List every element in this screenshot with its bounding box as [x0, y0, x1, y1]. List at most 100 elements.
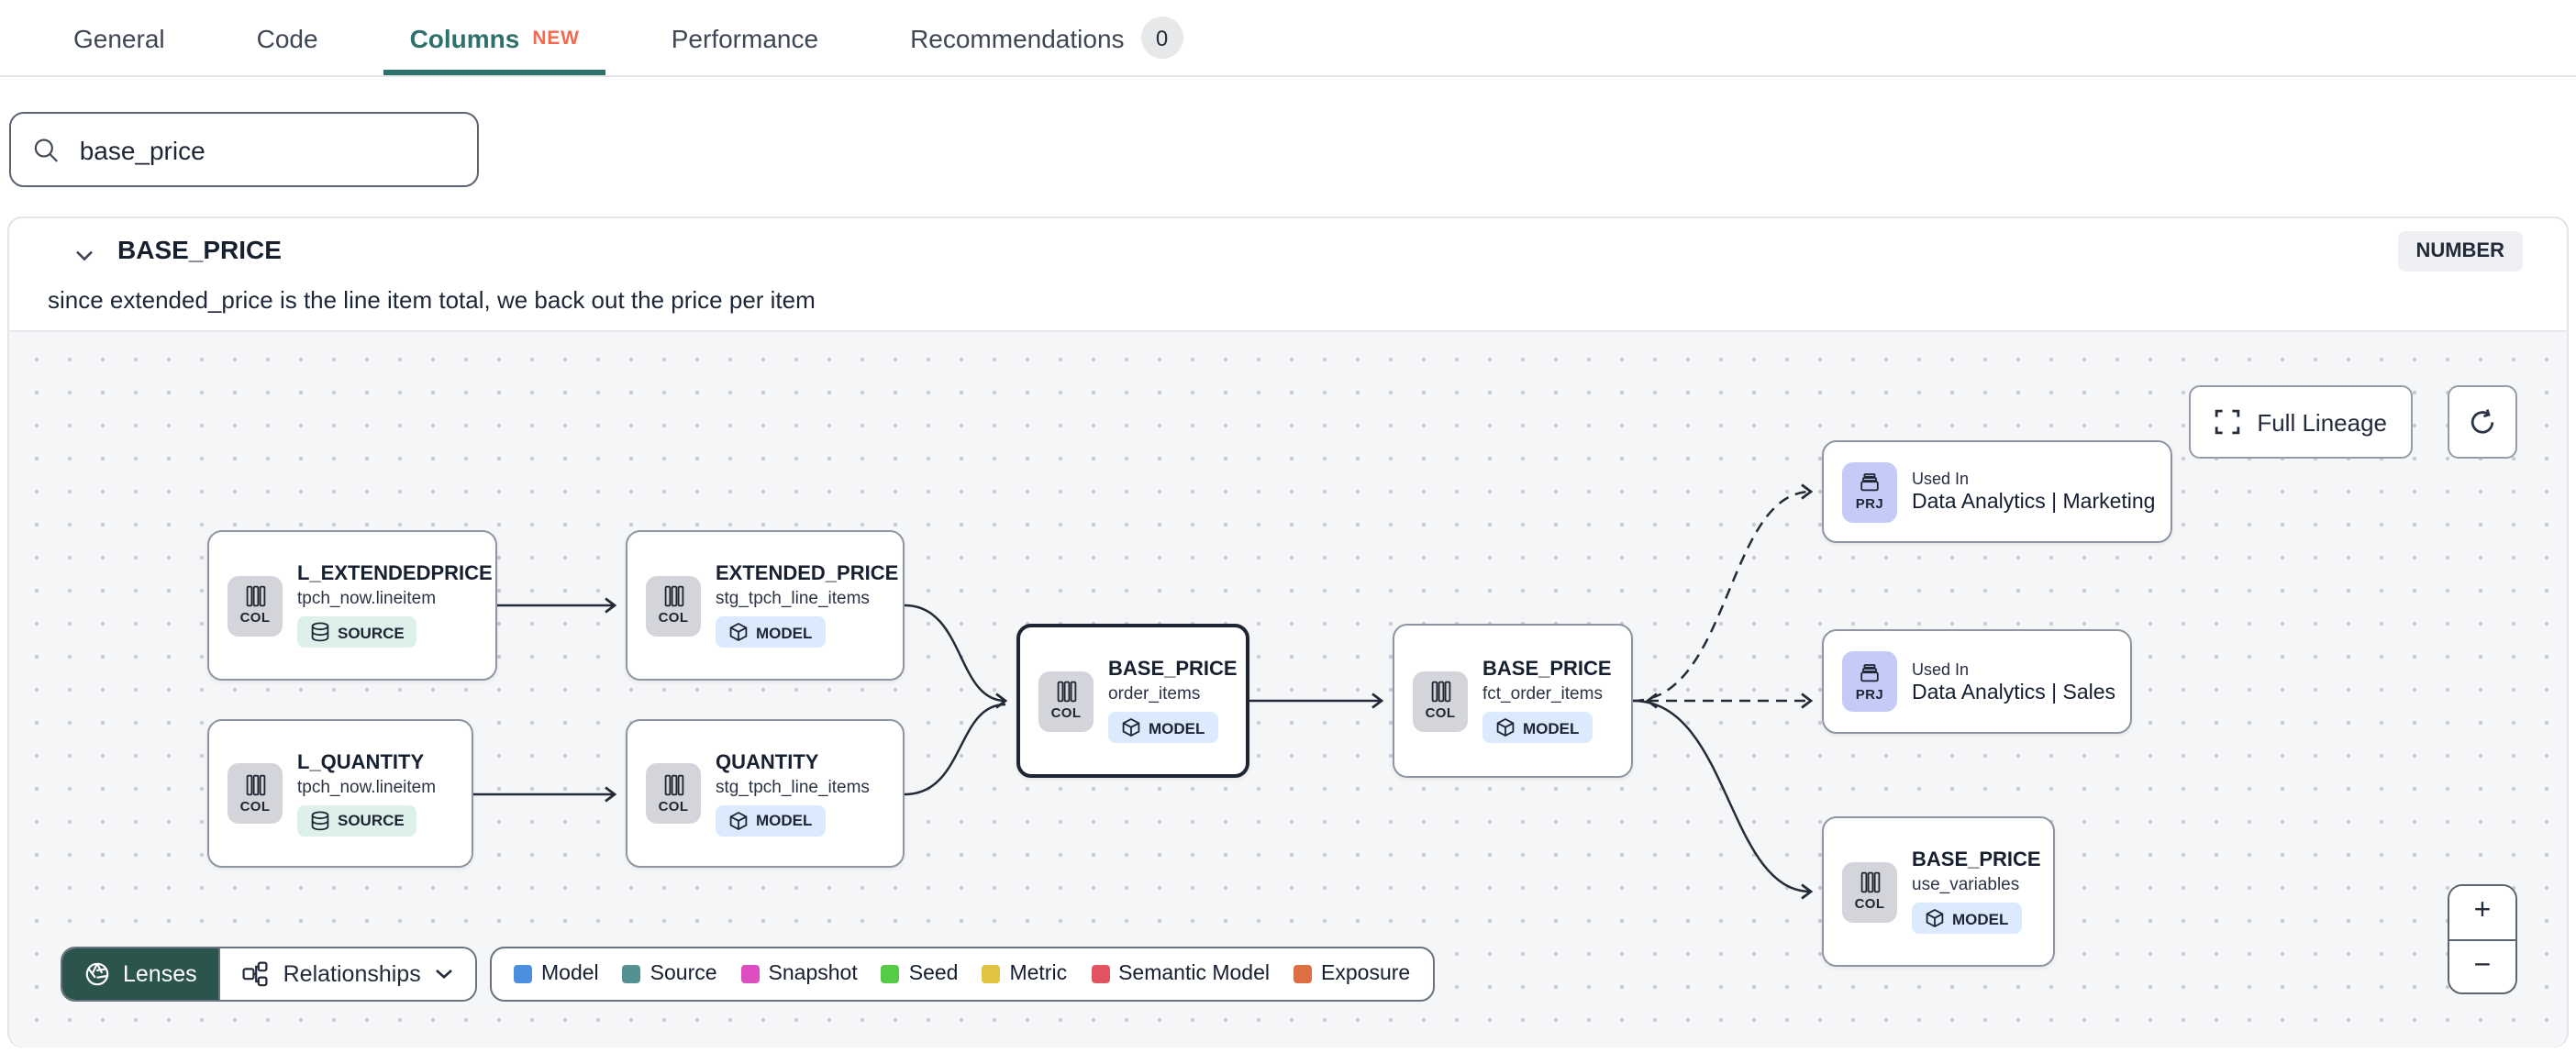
cube-icon	[1122, 717, 1140, 737]
column-search-box[interactable]	[9, 112, 479, 187]
tab-code[interactable]: Code	[256, 23, 318, 52]
used-in-node-sales[interactable]: PRJ Used In Data Analytics | Sales	[1822, 629, 2132, 734]
full-lineage-button[interactable]: Full Lineage	[2189, 385, 2413, 459]
lenses-button[interactable]: Lenses	[62, 948, 219, 1000]
new-badge: NEW	[532, 27, 580, 49]
lineage-node-l-quantity[interactable]: COL L_QUANTITY tpch_now.lineitem SOURCE	[207, 719, 473, 868]
model-badge: MODEL	[1482, 712, 1593, 743]
column-name: BASE_PRICE	[117, 235, 282, 264]
columns-icon	[1860, 871, 1880, 893]
legend-swatch	[982, 965, 1001, 983]
expand-icon	[2215, 409, 2240, 435]
column-description: since extended_price is the line item to…	[48, 286, 816, 314]
tab-recommendations[interactable]: Recommendations 0	[884, 0, 1208, 75]
node-title: BASE_PRICE	[1108, 659, 1238, 681]
node-title: L_QUANTITY	[297, 751, 425, 773]
column-icon-box: COL	[228, 575, 283, 636]
node-subtitle: tpch_now.lineitem	[297, 589, 437, 609]
legend-item-snapshot: Snapshot	[740, 963, 858, 985]
tab-bar: General Code Columns NEW Performance Rec…	[0, 0, 2576, 77]
database-icon	[311, 810, 329, 830]
source-badge: SOURCE	[297, 804, 417, 836]
model-badge: MODEL	[716, 804, 826, 836]
node-type-legend: Model Source Snapshot Seed Metric Semant…	[490, 947, 1435, 1002]
lineage-node-l-extendedprice[interactable]: COL L_EXTENDEDPRICE tpch_now.lineitem SO…	[207, 530, 497, 681]
relationships-dropdown[interactable]: Relationships	[218, 948, 476, 1000]
collapse-chevron-icon[interactable]	[68, 238, 101, 272]
column-type-badge: NUMBER	[2397, 231, 2523, 272]
legend-swatch	[514, 965, 532, 983]
archive-icon	[1860, 473, 1879, 492]
node-title: BASE_PRICE	[1912, 849, 2041, 871]
columns-icon	[663, 773, 683, 795]
lineage-node-base-price-use-variables[interactable]: COL BASE_PRICE use_variables MODEL	[1822, 816, 2055, 967]
tab-performance[interactable]: Performance	[671, 23, 819, 52]
node-title: EXTENDED_PRICE	[716, 563, 899, 585]
search-icon	[34, 138, 58, 161]
column-panel: BASE_PRICE NUMBER since extended_price i…	[7, 216, 2569, 1047]
source-badge: SOURCE	[297, 616, 417, 648]
legend-swatch	[1091, 965, 1110, 983]
legend-swatch	[1294, 965, 1313, 983]
archive-icon	[1860, 663, 1879, 682]
lens-toolbar: Lenses Relationships	[61, 947, 478, 1002]
node-title: QUANTITY	[716, 751, 819, 773]
lineage-node-extended-price[interactable]: COL EXTENDED_PRICE stg_tpch_line_items M…	[626, 530, 905, 681]
lineage-node-base-price-fct-order-items[interactable]: COL BASE_PRICE fct_order_items MODEL	[1393, 624, 1633, 778]
legend-item-exposure: Exposure	[1294, 963, 1410, 985]
legend-swatch	[622, 965, 641, 983]
legend-swatch	[881, 965, 900, 983]
tab-general[interactable]: General	[73, 23, 165, 52]
node-subtitle: tpch_now.lineitem	[297, 777, 437, 797]
project-icon-box: PRJ	[1842, 461, 1897, 522]
column-icon-box: COL	[1413, 671, 1468, 731]
node-subtitle: fct_order_items	[1482, 684, 1603, 704]
column-icon-box: COL	[1842, 861, 1897, 922]
refresh-button[interactable]	[2448, 385, 2517, 459]
legend-item-seed: Seed	[881, 963, 958, 985]
columns-icon	[1056, 681, 1076, 703]
column-icon-box: COL	[646, 763, 701, 824]
zoom-out-button[interactable]: −	[2449, 940, 2515, 992]
used-in-node-marketing[interactable]: PRJ Used In Data Analytics | Marketing	[1822, 440, 2172, 543]
column-panel-header: BASE_PRICE NUMBER since extended_price i…	[9, 218, 2567, 330]
column-icon-box: COL	[228, 763, 283, 824]
relationships-icon	[243, 961, 269, 987]
project-icon-box: PRJ	[1842, 651, 1897, 712]
chevron-down-icon	[436, 970, 453, 979]
lineage-node-base-price-order-items[interactable]: COL BASE_PRICE order_items MODEL	[1016, 624, 1249, 778]
node-subtitle: stg_tpch_line_items	[716, 589, 870, 609]
recommendations-count-badge: 0	[1140, 17, 1183, 59]
column-icon-box: COL	[646, 575, 701, 636]
zoom-in-button[interactable]: +	[2449, 886, 2515, 940]
lineage-node-quantity[interactable]: COL QUANTITY stg_tpch_line_items MODEL	[626, 719, 905, 868]
lineage-canvas[interactable]: COL L_EXTENDEDPRICE tpch_now.lineitem SO…	[9, 330, 2567, 1047]
search-input[interactable]	[75, 133, 455, 166]
aperture-icon	[85, 962, 109, 986]
model-badge: MODEL	[716, 616, 826, 648]
legend-item-semantic-model: Semantic Model	[1091, 963, 1270, 985]
columns-icon	[1430, 681, 1450, 703]
used-in-name: Data Analytics | Sales	[1912, 682, 2116, 704]
legend-item-model: Model	[514, 963, 599, 985]
cube-icon	[729, 622, 748, 642]
node-subtitle: stg_tpch_line_items	[716, 777, 870, 797]
node-title: L_EXTENDEDPRICE	[297, 563, 493, 585]
zoom-controls: + −	[2448, 884, 2517, 994]
cube-icon	[1926, 908, 1944, 928]
node-title: BASE_PRICE	[1482, 659, 1612, 681]
columns-icon	[245, 585, 265, 607]
refresh-icon	[2471, 409, 2494, 434]
legend-item-metric: Metric	[982, 963, 1067, 985]
model-badge: MODEL	[1108, 712, 1218, 743]
node-subtitle: order_items	[1108, 684, 1201, 704]
database-icon	[311, 622, 329, 642]
used-in-name: Data Analytics | Marketing	[1912, 492, 2156, 514]
tab-columns[interactable]: Columns NEW	[383, 0, 605, 75]
legend-swatch	[740, 965, 760, 983]
columns-icon	[663, 585, 683, 607]
columns-icon	[245, 773, 265, 795]
used-in-label: Used In	[1912, 470, 1970, 488]
cube-icon	[729, 810, 748, 830]
